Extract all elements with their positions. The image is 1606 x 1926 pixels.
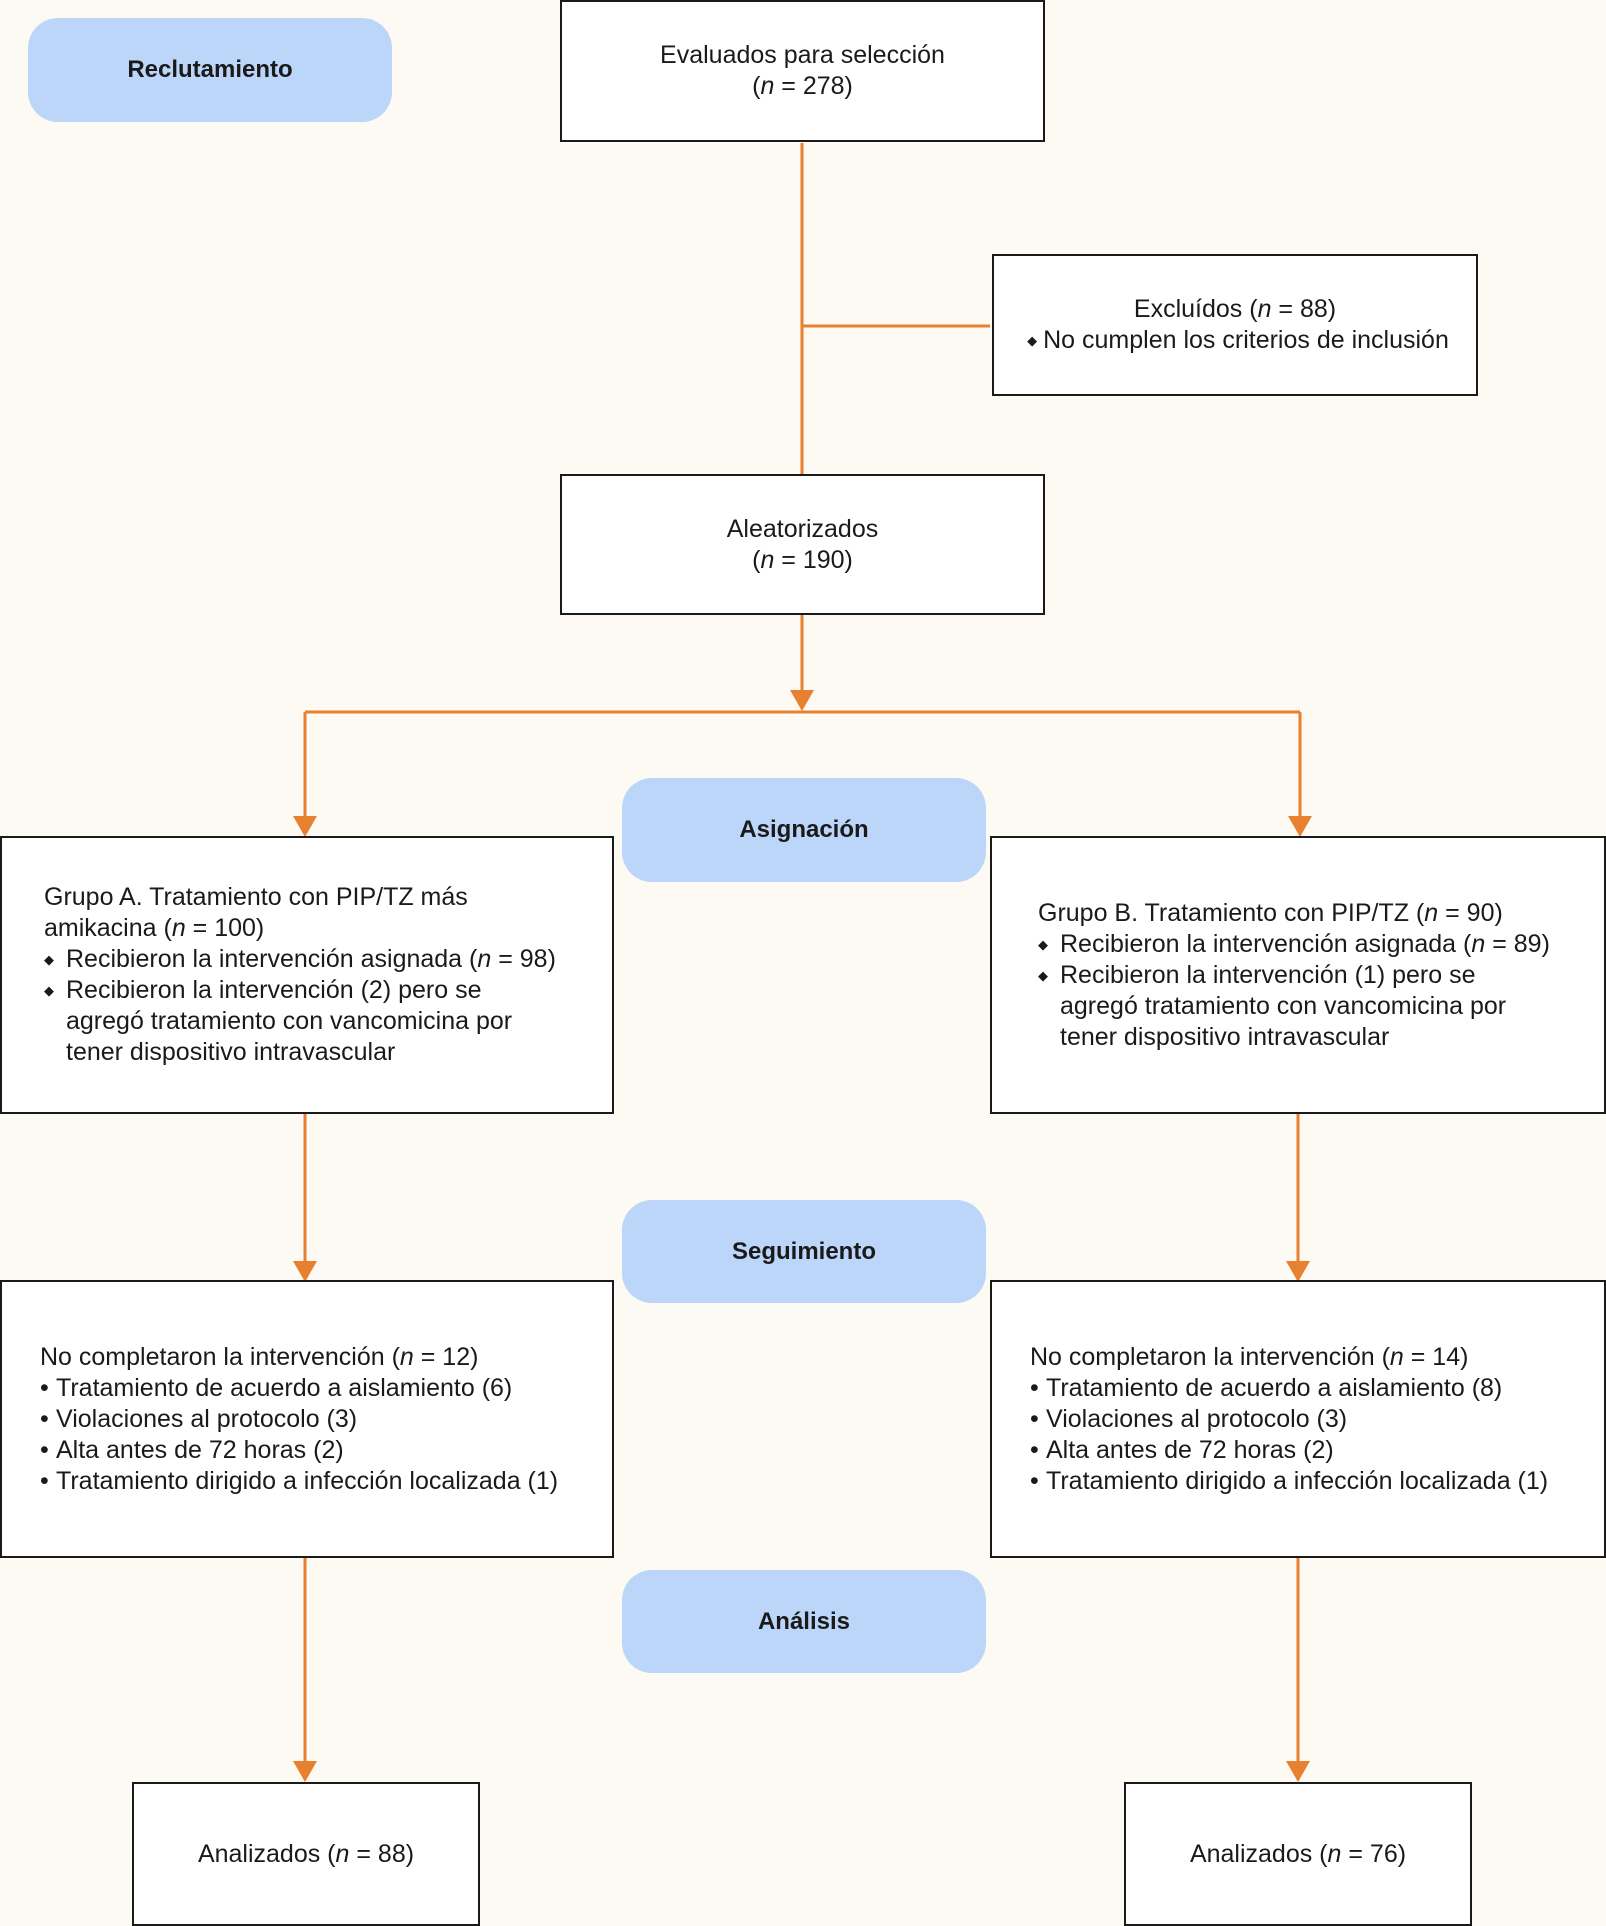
diamond-bullet-icon: ◆ <box>1038 936 1048 952</box>
group-b-title: Grupo B. Tratamiento con PIP/TZ (n = 90) <box>1038 898 1503 927</box>
diamond-bullet-icon: ◆ <box>44 983 54 998</box>
followup-a-box: No completaron la intervención (n = 12) … <box>0 1280 614 1558</box>
arrowhead-analyzed-a <box>293 1761 317 1782</box>
group-b-box: Grupo B. Tratamiento con PIP/TZ (n = 90)… <box>990 836 1606 1114</box>
group-b-item-2-cont-1: agregó tratamiento con vancomicina por <box>1060 991 1507 1020</box>
group-a-item-2-cont-1: agregó tratamiento con vancomicina por <box>66 1007 513 1035</box>
arrowhead-group-a <box>293 816 317 837</box>
screened-count: (n = 278) <box>752 72 853 100</box>
followup-b-item: •Alta antes de 72 horas (2) <box>1030 1435 1334 1464</box>
arrowhead-analyzed-b <box>1286 1761 1310 1782</box>
followup-b-item: •Violaciones al protocolo (3) <box>1030 1404 1348 1433</box>
stage-label-analysis: Análisis <box>622 1570 986 1673</box>
followup-b-item: •Tratamiento dirigido a infección locali… <box>1030 1466 1549 1495</box>
stage-label-analysis-text: Análisis <box>757 1607 851 1635</box>
excluded-box: Excluídos (n = 88) ◆No cumplen los crite… <box>992 254 1478 396</box>
screened-box: Evaluados para selección (n = 278) <box>560 0 1045 142</box>
group-a-item-1: ◆Recibieron la intervención asignada (n … <box>44 945 556 973</box>
bullet-icon: • <box>40 1373 49 1402</box>
group-a-box: Grupo A. Tratamiento con PIP/TZ más amik… <box>0 836 614 1114</box>
group-b-item-1: ◆Recibieron la intervención asignada (n … <box>1038 929 1550 958</box>
analyzed-b-box: Analizados (n = 76) <box>1124 1782 1472 1926</box>
stage-label-followup: Seguimiento <box>622 1200 986 1303</box>
analyzed-a-box: Analizados (n = 88) <box>132 1782 480 1926</box>
screened-title: Evaluados para selección <box>660 41 945 69</box>
followup-b-box: No completaron la intervención (n = 14) … <box>990 1280 1606 1558</box>
group-a-count: amikacina (n = 100) <box>44 914 265 942</box>
group-a-item-2: ◆Recibieron la intervención (2) pero se <box>44 976 482 1004</box>
analyzed-a-count: Analizados (n = 88) <box>197 1839 415 1868</box>
arrowhead-followup-b <box>1286 1261 1310 1282</box>
stage-label-allocation-text: Asignación <box>739 816 869 843</box>
group-b-item-2: ◆Recibieron la intervención (1) pero se <box>1038 960 1476 989</box>
diamond-bullet-icon: ◆ <box>44 952 54 967</box>
followup-a-item: •Tratamiento de acuerdo a aislamiento (6… <box>40 1373 513 1402</box>
stage-label-recruitment-text: Reclutamiento <box>127 56 293 83</box>
excluded-title: Excluídos (n = 88) <box>1133 295 1337 323</box>
randomized-box: Aleatorizados (n = 190) <box>560 474 1045 615</box>
bullet-icon: • <box>1030 1435 1039 1464</box>
randomized-title: Aleatorizados <box>726 514 879 543</box>
followup-a-item: •Tratamiento dirigido a infección locali… <box>40 1466 559 1495</box>
arrowhead-followup-a <box>293 1261 317 1282</box>
arrowhead-group-b <box>1288 816 1312 837</box>
group-a-item-2-cont-2: tener dispositivo intravascular <box>66 1038 396 1066</box>
bullet-icon: • <box>1030 1373 1039 1402</box>
followup-a-item: •Alta antes de 72 horas (2) <box>40 1435 344 1464</box>
diamond-bullet-icon: ◆ <box>1038 967 1048 983</box>
stage-label-followup-text: Seguimiento <box>731 1237 876 1265</box>
excluded-reason: ◆No cumplen los criterios de inclusión <box>1021 325 1449 356</box>
group-b-item-2-cont-2: tener dispositivo intravascular <box>1060 1022 1390 1051</box>
group-a-title: Grupo A. Tratamiento con PIP/TZ más <box>44 883 468 911</box>
bullet-icon: • <box>40 1435 49 1464</box>
randomized-count: (n = 190) <box>752 545 853 574</box>
followup-a-title: No completaron la intervención (n = 12) <box>40 1342 479 1371</box>
bullet-icon: • <box>40 1404 49 1433</box>
diamond-bullet-icon: ◆ <box>1027 333 1038 348</box>
arrowhead-randomized <box>790 690 814 711</box>
bullet-icon: • <box>1030 1404 1039 1433</box>
bullet-icon: • <box>40 1466 49 1495</box>
followup-a-item: •Violaciones al protocolo (3) <box>40 1404 358 1433</box>
bullet-icon: • <box>1030 1466 1039 1495</box>
stage-label-allocation: Asignación <box>622 778 986 882</box>
analyzed-b-count: Analizados (n = 76) <box>1189 1839 1407 1868</box>
followup-b-title: No completaron la intervención (n = 14) <box>1030 1342 1469 1371</box>
followup-b-item: •Tratamiento de acuerdo a aislamiento (8… <box>1030 1373 1503 1402</box>
stage-label-recruitment: Reclutamiento <box>28 18 392 122</box>
